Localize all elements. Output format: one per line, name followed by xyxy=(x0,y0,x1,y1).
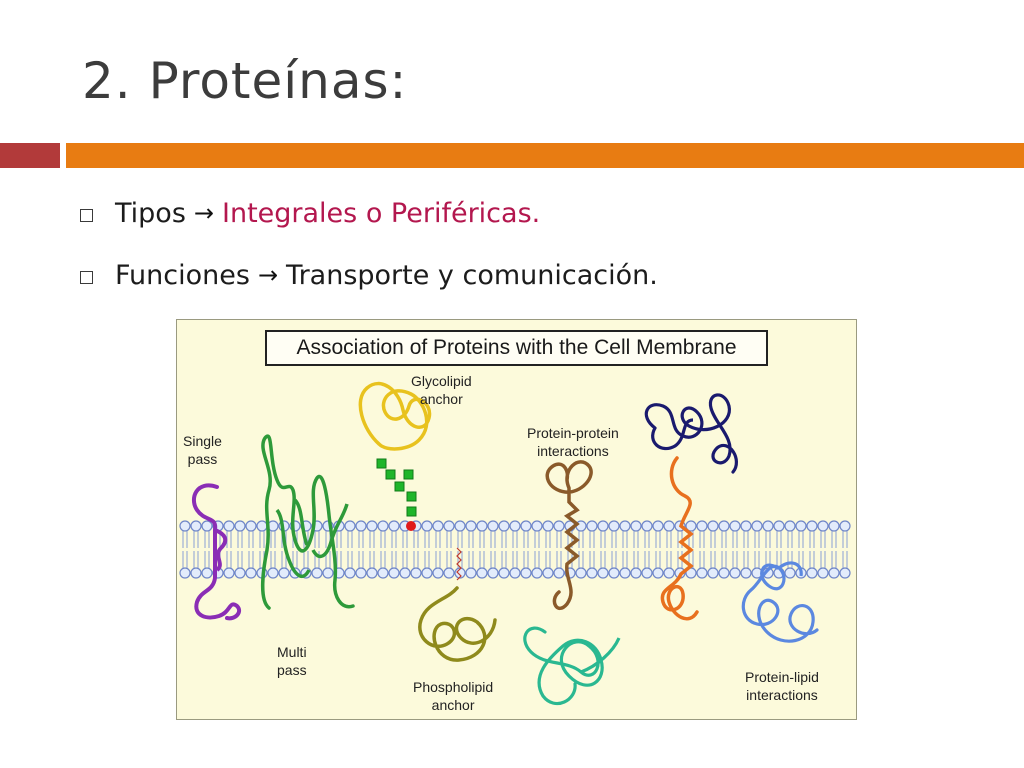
single-pass-protein xyxy=(191,483,242,621)
bullet-rest-text: Transporte y comunicación. xyxy=(286,259,658,291)
phospholipid-anchor-protein xyxy=(418,586,497,662)
slide-title: 2. Proteínas: xyxy=(82,52,408,110)
multi-pass-protein xyxy=(261,434,355,610)
bullet-list: Tipos → Integrales o Periféricas. Funcio… xyxy=(80,190,658,314)
lipid-bilayer xyxy=(179,520,851,579)
membrane-diagram-svg xyxy=(179,381,851,706)
peripheral-protein-navy xyxy=(644,393,738,474)
figure-title: Association of Proteins with the Cell Me… xyxy=(265,330,768,366)
bullet-accent-text: Integrales o Periféricas. xyxy=(222,197,541,229)
accent-bar-red xyxy=(0,143,60,168)
lipid-anchor-head xyxy=(406,521,416,531)
bullet-item-tipos: Tipos → Integrales o Periféricas. xyxy=(80,190,658,236)
integral-protein-orange xyxy=(660,456,699,621)
box-bullet-icon xyxy=(80,208,93,222)
protein-protein-brown xyxy=(545,460,593,611)
glycolipid-anchor-protein xyxy=(358,381,432,451)
bullet-item-funciones: Funciones → Transporte y comunicación. xyxy=(80,252,658,298)
bullet-lead-text: Funciones xyxy=(115,259,250,291)
protein-protein-teal xyxy=(523,626,604,706)
accent-bar-orange xyxy=(66,143,1024,168)
membrane-protein-figure: Association of Proteins with the Cell Me… xyxy=(176,319,857,720)
bullet-lead-text: Tipos xyxy=(115,197,186,229)
box-bullet-icon xyxy=(80,270,93,284)
right-arrow-icon: → xyxy=(257,261,279,289)
peripheral-protein-blue xyxy=(741,563,819,643)
right-arrow-icon: → xyxy=(193,199,214,227)
sugar-chain xyxy=(376,458,417,517)
